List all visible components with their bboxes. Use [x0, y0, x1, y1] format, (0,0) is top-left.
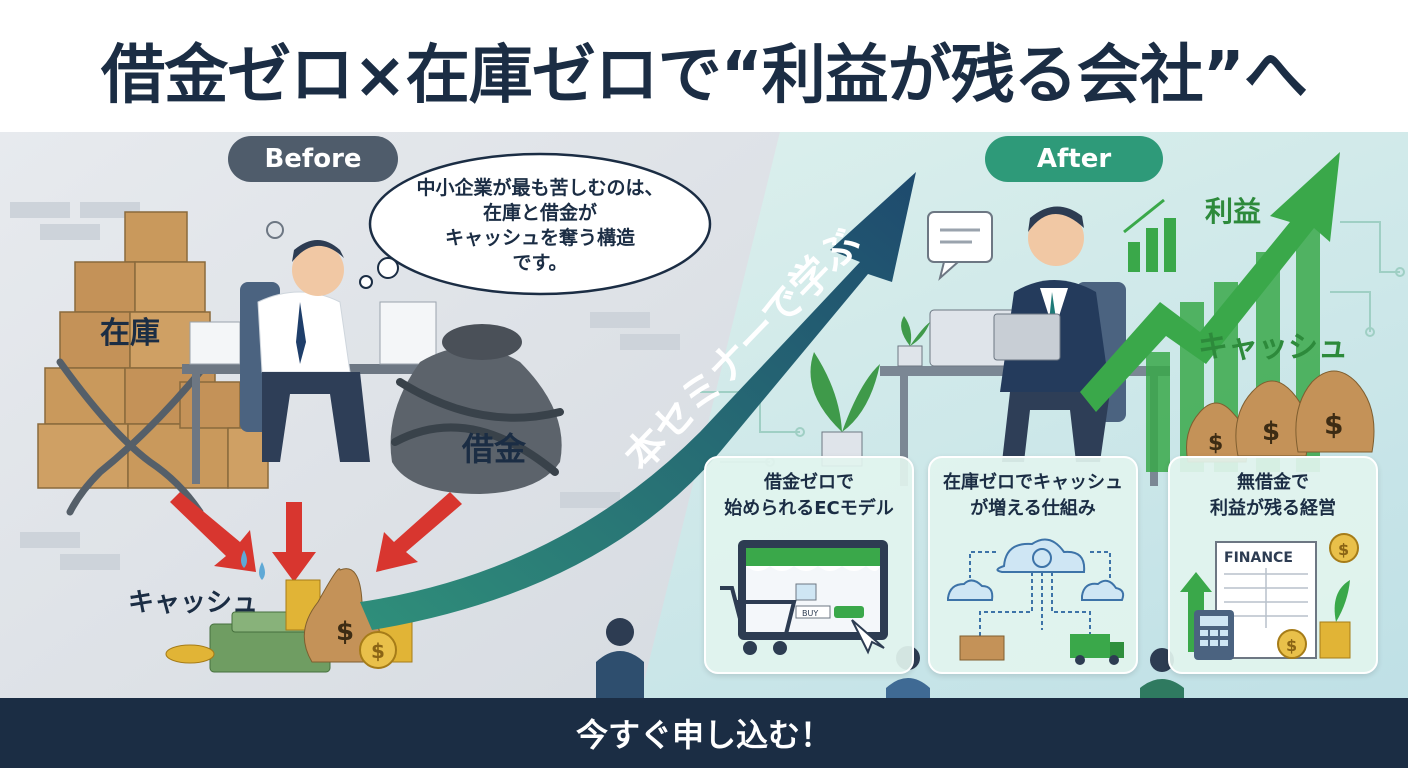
card-title-line: 在庫ゼロでキャッシュ	[943, 472, 1123, 493]
svg-text:$: $	[1324, 408, 1343, 441]
profit-label: 利益	[1205, 195, 1262, 228]
svg-text:$: $	[1338, 540, 1349, 559]
infographic-scene: $ $	[0, 132, 1408, 698]
card-title-line: が増える仕組み	[970, 498, 1096, 519]
debt-label: 借金	[462, 430, 527, 468]
card-title: 無借金で 利益が残る経営	[1170, 470, 1376, 522]
cloud-logistics-icon	[947, 538, 1125, 665]
thought-line: 中小企業が最も苦しむのは、	[416, 177, 664, 199]
headline: 借金ゼロ×在庫ゼロで“利益が残る会社”へ	[101, 39, 1308, 113]
feature-card-debt-free: 無借金で 利益が残る経営 FINANCE $ $	[1168, 456, 1378, 674]
online-shop-icon: BUY	[720, 540, 888, 655]
small-chart-icon	[1123, 198, 1176, 272]
thought-line: です。	[512, 252, 568, 274]
svg-text:$: $	[371, 639, 385, 663]
card-title-line: 利益が残る経営	[1210, 498, 1336, 519]
svg-text:$: $	[1208, 431, 1223, 456]
feature-card-zero-inventory: 在庫ゼロでキャッシュ が増える仕組み	[928, 456, 1138, 674]
svg-text:$: $	[1262, 417, 1280, 447]
cash-label-after: キャッシュ	[1198, 330, 1348, 365]
money-bags: $ $ $	[1186, 370, 1375, 463]
card-title-line: 始められるECモデル	[724, 498, 894, 519]
buy-button-text: BUY	[802, 609, 818, 618]
chat-bubble-icon	[927, 211, 993, 281]
sweat-drops	[241, 550, 265, 580]
growth-arrow	[1080, 152, 1340, 412]
red-arrows	[170, 492, 462, 582]
card-title: 借金ゼロで 始められるECモデル	[706, 470, 912, 522]
scene-illustration: $ $	[0, 132, 1408, 698]
thought-bubble	[359, 152, 712, 296]
debt-sack	[390, 324, 564, 494]
card-title-line: 無借金で	[1237, 472, 1309, 493]
thought-line: 在庫と借金が	[482, 202, 597, 224]
inventory-label: 在庫	[100, 316, 160, 351]
finance-sheet-title: FINANCE	[1224, 550, 1293, 566]
before-tag: Before	[228, 136, 398, 182]
inventory-chains	[56, 358, 204, 516]
card-title: 在庫ゼロでキャッシュ が増える仕組み	[930, 470, 1136, 522]
feature-card-ec-model: 借金ゼロで 始められるECモデル BUY	[704, 456, 914, 674]
finance-report-icon: FINANCE $ $	[1180, 533, 1359, 660]
svg-text:$: $	[336, 617, 354, 647]
wall-bricks	[10, 202, 680, 570]
cash-pile: $ $	[165, 568, 413, 673]
thought-text: 中小企業が最も苦しむのは、 在庫と借金が キャッシュを奪う構造 です。	[400, 166, 680, 286]
cash-label-before: キャッシュ	[128, 588, 259, 618]
worried-man	[240, 221, 370, 462]
after-tag: After	[985, 136, 1163, 182]
card-title-line: 借金ゼロで	[764, 472, 854, 493]
thought-line: キャッシュを奪う構造	[444, 227, 635, 249]
apply-now-button[interactable]: 今すぐ申し込む！	[0, 698, 1408, 768]
svg-text:$: $	[1286, 636, 1297, 655]
